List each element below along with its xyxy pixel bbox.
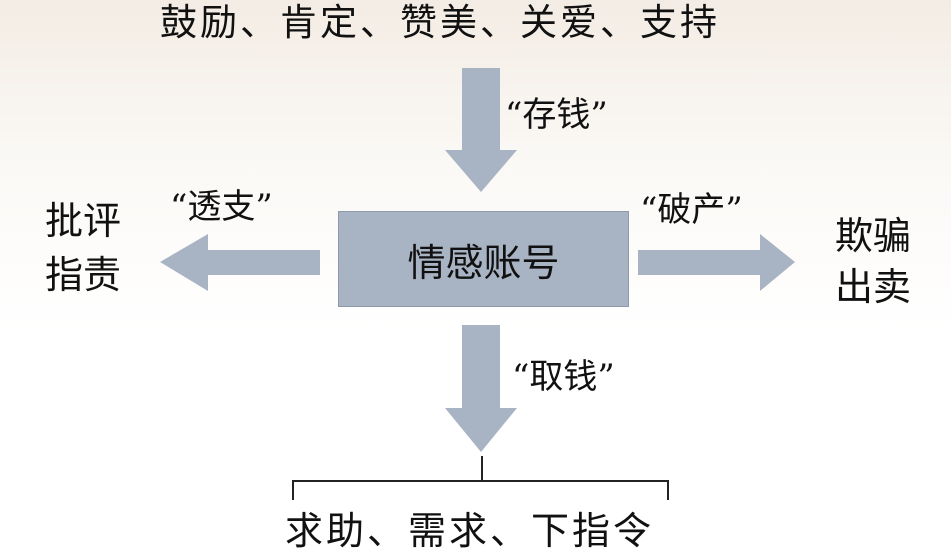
right-outcome-2: 出卖 <box>835 265 912 309</box>
right-outcome-1: 欺骗 <box>835 214 912 258</box>
label-bankrupt: “破产” <box>640 190 743 230</box>
arrow-left-overdraft <box>160 234 320 291</box>
arrow-down-deposit <box>445 68 517 192</box>
emotional-account-box: 情感账号 <box>338 211 629 307</box>
box-label: 情感账号 <box>407 240 560 285</box>
bottom-text: 求助、需求、下指令 <box>285 509 655 553</box>
top-text: 鼓励、肯定、赞美、关爱、支持 <box>160 1 720 44</box>
arrow-down-withdraw <box>445 325 517 452</box>
label-withdraw: “取钱” <box>512 357 615 397</box>
arrow-right-bankrupt <box>638 234 795 291</box>
bracket <box>292 456 669 500</box>
left-outcome-2: 指责 <box>45 253 122 297</box>
left-outcome-1: 批评 <box>45 199 122 243</box>
label-deposit: “存钱” <box>505 95 608 135</box>
label-overdraft: “透支” <box>170 187 273 227</box>
